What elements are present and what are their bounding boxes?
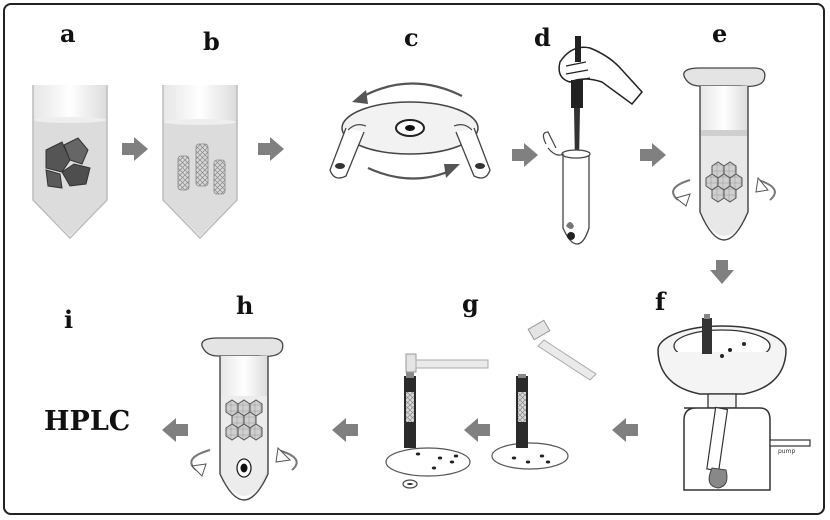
hplc-label: HPLC [44, 406, 131, 437]
step-label-e: e [712, 19, 728, 48]
pump-label: pump [778, 448, 796, 455]
step-label-a: a [60, 19, 76, 48]
step-label-f: f [655, 287, 666, 316]
step-d-pipette [542, 36, 643, 245]
step-g-columns [385, 319, 597, 489]
step-a-vessel [32, 85, 108, 240]
step-e-tube [672, 67, 776, 241]
arrow-d-e [640, 143, 666, 167]
arrow-c-d [512, 143, 538, 167]
arrow-g-h [464, 418, 490, 442]
step-label-h: h [236, 291, 254, 320]
arrow-b-c [258, 137, 284, 161]
step-label-d: d [534, 23, 551, 52]
step-label-i: i [64, 305, 74, 334]
step-h-tube [190, 337, 298, 501]
step-label-b: b [203, 27, 220, 56]
step-f-vacuum-manifold [657, 314, 811, 491]
step-b-vessel [162, 85, 238, 240]
arrow-a-b [122, 137, 148, 161]
arrow-f-g [612, 418, 638, 442]
arrow-h-hplc [162, 418, 188, 442]
step-c-centrifuge [329, 82, 491, 180]
arrow-g-h-left [332, 418, 358, 442]
step-label-c: c [404, 23, 419, 52]
arrow-e-f [710, 260, 734, 284]
step-label-g: g [462, 289, 479, 318]
